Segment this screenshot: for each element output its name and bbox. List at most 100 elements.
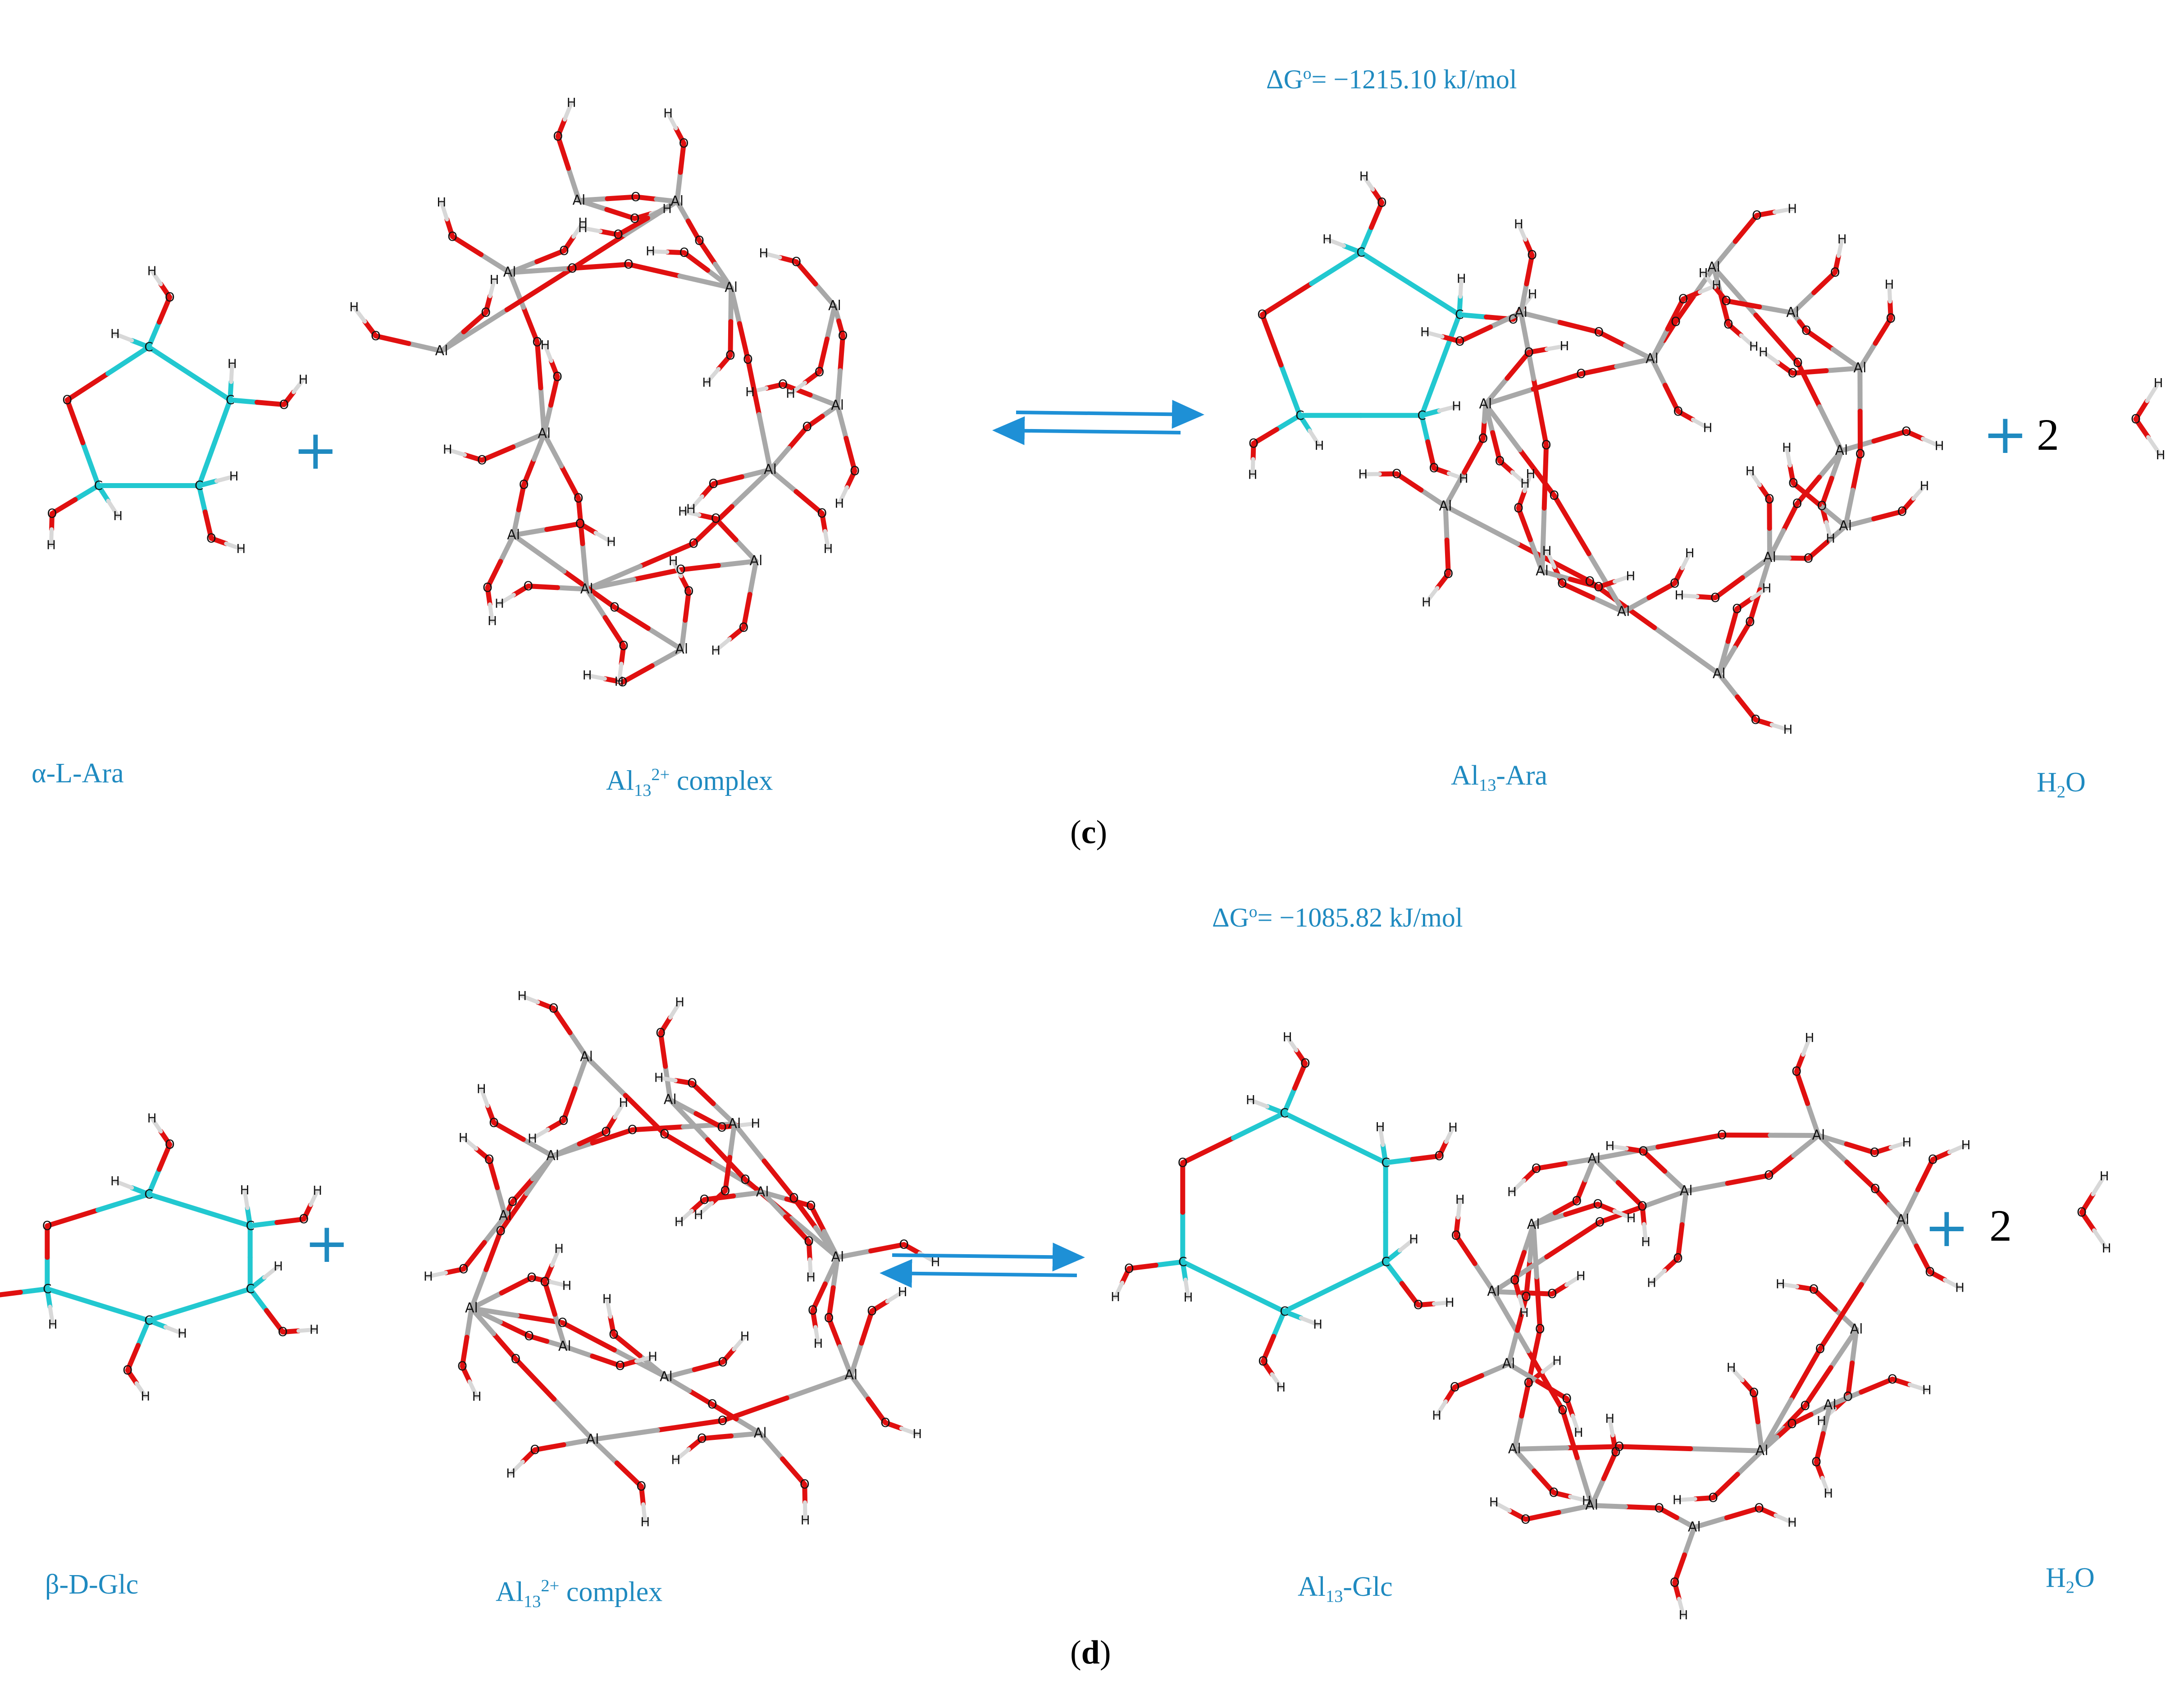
atom-o: O [1450, 1379, 1460, 1394]
bond [603, 1114, 617, 1134]
atom-o: O [553, 128, 563, 143]
bond [150, 269, 163, 287]
atom-o: O [743, 352, 753, 366]
atom-o: O [1576, 366, 1586, 381]
bond [1757, 304, 1796, 315]
bond [485, 559, 503, 590]
bond [479, 252, 512, 275]
bond [1732, 619, 1753, 651]
bond [308, 1188, 320, 1207]
bond [1608, 1144, 1629, 1151]
bond [542, 1279, 557, 1317]
bond [1126, 1262, 1158, 1271]
atom-o: O [1670, 1575, 1680, 1590]
atom-h: H [1455, 1192, 1465, 1207]
atom-o: O [609, 1327, 619, 1342]
bond [1750, 586, 1769, 601]
atom-al: Al [1853, 360, 1866, 376]
bond [590, 1427, 660, 1442]
atom-h: H [147, 264, 157, 279]
bond [1886, 1202, 1906, 1223]
bond [1559, 581, 1596, 600]
bond [1281, 1110, 1338, 1141]
atom-o: O [1803, 551, 1813, 566]
bond [1383, 1259, 1404, 1286]
atom-o: O [457, 1358, 467, 1373]
bond [1281, 1086, 1297, 1116]
atom-h: H [506, 1466, 515, 1481]
bond [683, 589, 692, 623]
bond [1515, 1294, 1529, 1333]
atom-o: O [688, 536, 698, 551]
bond [1887, 282, 1892, 304]
bond [488, 602, 495, 623]
bond [1523, 1510, 1561, 1522]
bond [1589, 1503, 1628, 1509]
atom-al: Al [586, 1431, 599, 1447]
atom-o: O [489, 1115, 499, 1130]
atom-o: O [371, 328, 381, 343]
bond [1418, 487, 1448, 509]
atom-h: H [646, 244, 655, 259]
bond [229, 362, 234, 384]
atom-h: H [1647, 1275, 1656, 1290]
bond [521, 457, 537, 487]
bond [1794, 1284, 1816, 1292]
bond [576, 198, 610, 212]
bond [1617, 1444, 1693, 1452]
bond [1512, 1413, 1524, 1452]
bond [113, 332, 134, 343]
atom-o: O [806, 1198, 816, 1213]
atom-al: Al [1508, 1441, 1521, 1457]
bond [1805, 1101, 1821, 1138]
bond [1505, 350, 1532, 381]
bond [577, 521, 598, 535]
atom-o: O [575, 516, 585, 531]
atom-o: O [484, 1152, 494, 1167]
bond [745, 356, 762, 417]
bond [1930, 1150, 1952, 1162]
atom-o: O [530, 1442, 540, 1457]
bond [561, 234, 576, 253]
atom-o: O [867, 1303, 877, 1318]
bond [1457, 324, 1493, 344]
atom-o: O [718, 1413, 728, 1428]
bond [526, 1333, 550, 1344]
bond [580, 226, 603, 233]
bond [1674, 1515, 1697, 1530]
atom-al: Al [670, 193, 684, 209]
bond [674, 1447, 691, 1462]
atom-al: Al [828, 298, 841, 314]
bond [662, 1131, 716, 1166]
bond [1817, 404, 1844, 453]
bond [1578, 364, 1619, 377]
atom-o: O [278, 1325, 287, 1339]
atom-c: C [1381, 1254, 1390, 1269]
atom-o: O [838, 328, 848, 343]
atom-h: H [1559, 338, 1569, 353]
atom-h: H [740, 1329, 750, 1344]
bond [1481, 419, 1487, 441]
bond [1259, 281, 1314, 317]
atom-o: O [601, 1124, 611, 1139]
atom-h: H [1698, 265, 1708, 280]
atom-h: H [1313, 1317, 1322, 1332]
atom-h: H [1641, 1234, 1651, 1249]
bond [1915, 1157, 1936, 1192]
atom-h: H [1248, 467, 1258, 482]
bond [1534, 1274, 1543, 1332]
bond [1462, 436, 1486, 475]
bond [566, 166, 582, 203]
bond [678, 574, 692, 594]
bond [197, 1207, 253, 1229]
bond [632, 211, 654, 221]
bond [1691, 417, 1710, 430]
bond [1587, 579, 1657, 630]
atom-o: O [708, 476, 718, 491]
bond [245, 1205, 253, 1229]
atom-o: O [1443, 566, 1453, 581]
atom-o: O [279, 397, 289, 412]
bond [1527, 537, 1545, 574]
atom-al: Al [1587, 1151, 1600, 1166]
